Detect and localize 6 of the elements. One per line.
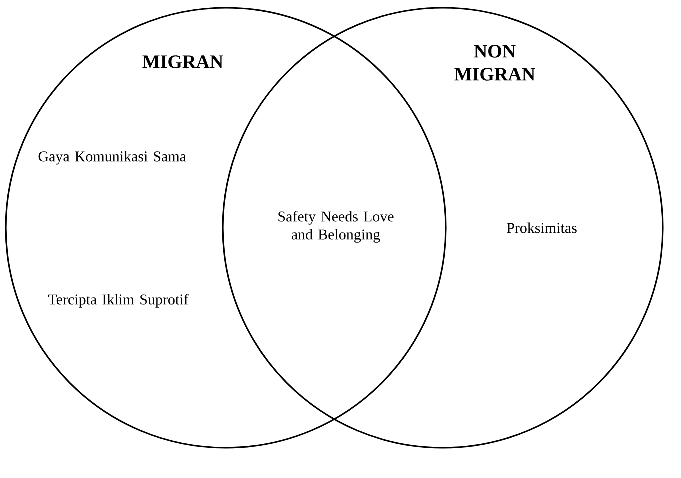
circle-text: Gaya Komunikasi Sama [38, 151, 186, 165]
circle-heading: MIGRAN [142, 56, 224, 68]
circle-text: Tercipta Iklim Suprotif [48, 294, 189, 308]
overlap-text: Safety Needs Love and Belonging [278, 211, 394, 243]
circle-text: Proksimitas [507, 222, 577, 234]
circle-heading: NON MIGRAN [454, 45, 536, 81]
